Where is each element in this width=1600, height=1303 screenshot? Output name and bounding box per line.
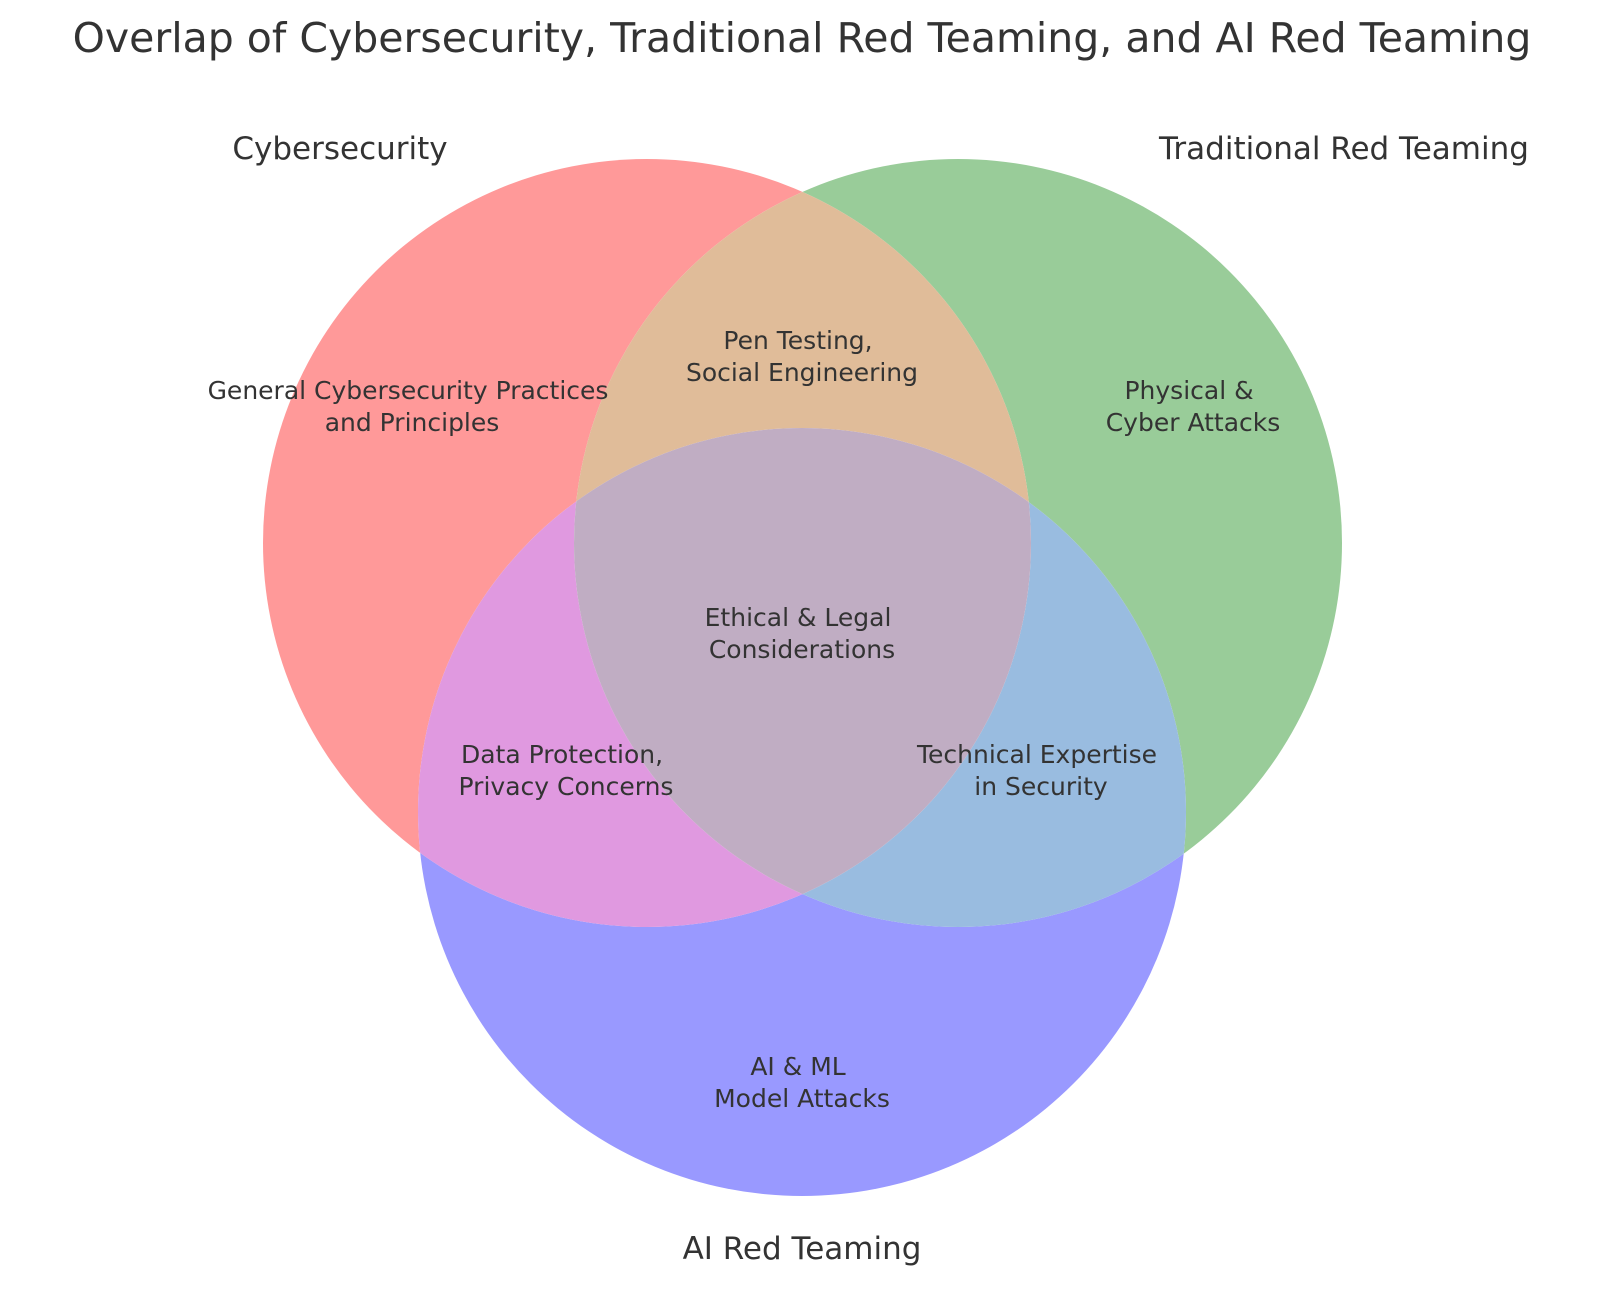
region-label-line: and Principles: [325, 408, 500, 437]
region-label-cybersecurity-traditional: Pen Testing, Social Engineering: [686, 326, 918, 387]
region-label-traditional-ai: Technical Expertise in Security: [916, 740, 1165, 801]
region-label-all-three: Ethical & Legal Considerations: [705, 603, 900, 664]
region-label-line: Cyber Attacks: [1106, 408, 1281, 437]
region-label-line: Ethical & Legal: [705, 603, 892, 632]
set-label-ai-red-teaming: AI Red Teaming: [683, 1231, 922, 1267]
region-label-line: AI & ML: [750, 1052, 845, 1081]
diagram-title: Overlap of Cybersecurity, Traditional Re…: [73, 14, 1532, 62]
region-label-line: Model Attacks: [714, 1084, 890, 1113]
region-all-three: [574, 428, 1031, 927]
venn-regions: [263, 159, 1342, 1196]
set-label-traditional-red-teaming: Traditional Red Teaming: [1158, 131, 1529, 167]
region-label-line: General Cybersecurity Practices: [208, 376, 609, 405]
region-label-line: Technical Expertise: [916, 740, 1157, 769]
region-label-traditional-only: Physical & Cyber Attacks: [1106, 376, 1281, 437]
region-label-line: Considerations: [709, 635, 895, 664]
region-label-line: Data Protection,: [461, 740, 663, 769]
region-label-line: in Security: [974, 772, 1108, 801]
region-label-cybersecurity-ai: Data Protection, Privacy Concerns: [459, 740, 674, 801]
region-label-line: Privacy Concerns: [459, 772, 674, 801]
set-label-cybersecurity: Cybersecurity: [232, 131, 447, 167]
region-label-line: Physical &: [1124, 376, 1253, 405]
region-label-ai-only: AI & ML Model Attacks: [714, 1052, 890, 1113]
region-label-line: Pen Testing,: [723, 326, 872, 355]
region-label-line: Social Engineering: [686, 358, 918, 387]
region-label-cybersecurity-only: General Cybersecurity Practices and Prin…: [208, 376, 617, 437]
